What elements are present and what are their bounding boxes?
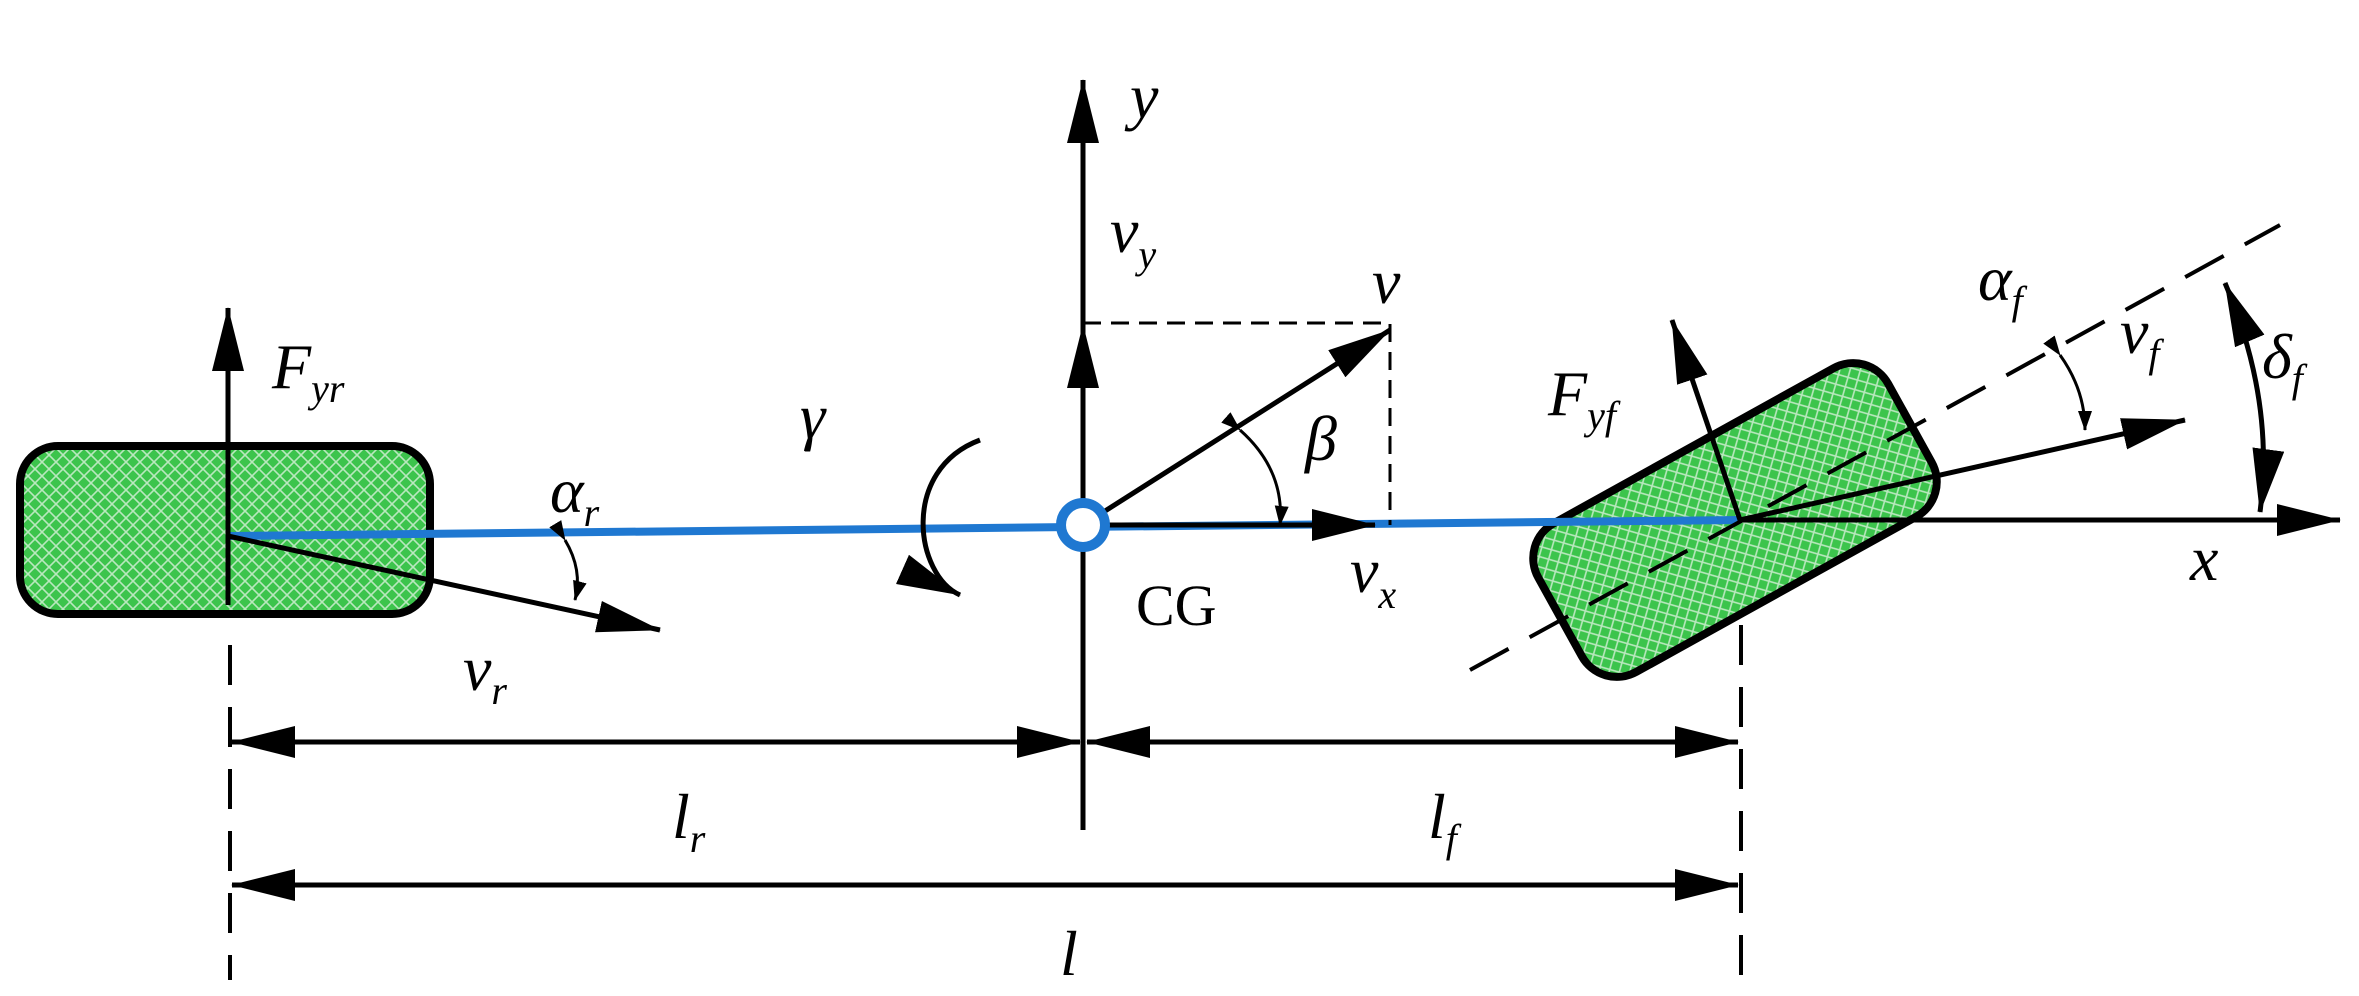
rear-lateral-force-label: Fyr — [271, 331, 345, 411]
yaw-rate-label: γ — [800, 381, 827, 452]
y-axis-label: y — [1124, 61, 1159, 132]
rear-velocity-arrow — [227, 533, 661, 633]
front-slip-angle-arc — [2043, 335, 2092, 431]
beta-label: β — [1303, 403, 1337, 474]
front-lateral-force-label: Fyf — [1547, 358, 1621, 438]
steering-angle-arc — [2222, 282, 2285, 513]
v-arrow — [1081, 327, 1392, 528]
vx-label: vx — [1350, 535, 1396, 617]
wheelbase-line — [227, 516, 1741, 540]
l-label: l — [1060, 918, 1078, 989]
lf-label: lf — [1428, 781, 1462, 861]
rear-tire — [16, 442, 434, 618]
front-velocity-label: vf — [2120, 296, 2164, 376]
steering-angle-label: δf — [2262, 321, 2308, 401]
beta-angle-arc — [1221, 412, 1289, 526]
v-label: v — [1372, 246, 1401, 317]
x-axis-label: x — [2189, 523, 2218, 594]
rear-velocity-label: vr — [463, 633, 507, 713]
rear-slip-angle-arc — [549, 520, 587, 601]
front-lateral-force-arrow — [1669, 319, 1743, 521]
yaw-rate-arrow — [895, 437, 981, 598]
rear-slip-angle-label: αr — [550, 455, 600, 535]
lr-label: lr — [672, 781, 706, 861]
cg-marker — [1056, 498, 1110, 552]
vy-label: vy — [1110, 195, 1156, 277]
front-slip-angle-label: αf — [1978, 243, 2028, 323]
cg-label: CG — [1136, 573, 1217, 638]
front-wheel-heading-dashed — [1469, 223, 2281, 672]
front-velocity-arrow — [1739, 417, 2186, 523]
